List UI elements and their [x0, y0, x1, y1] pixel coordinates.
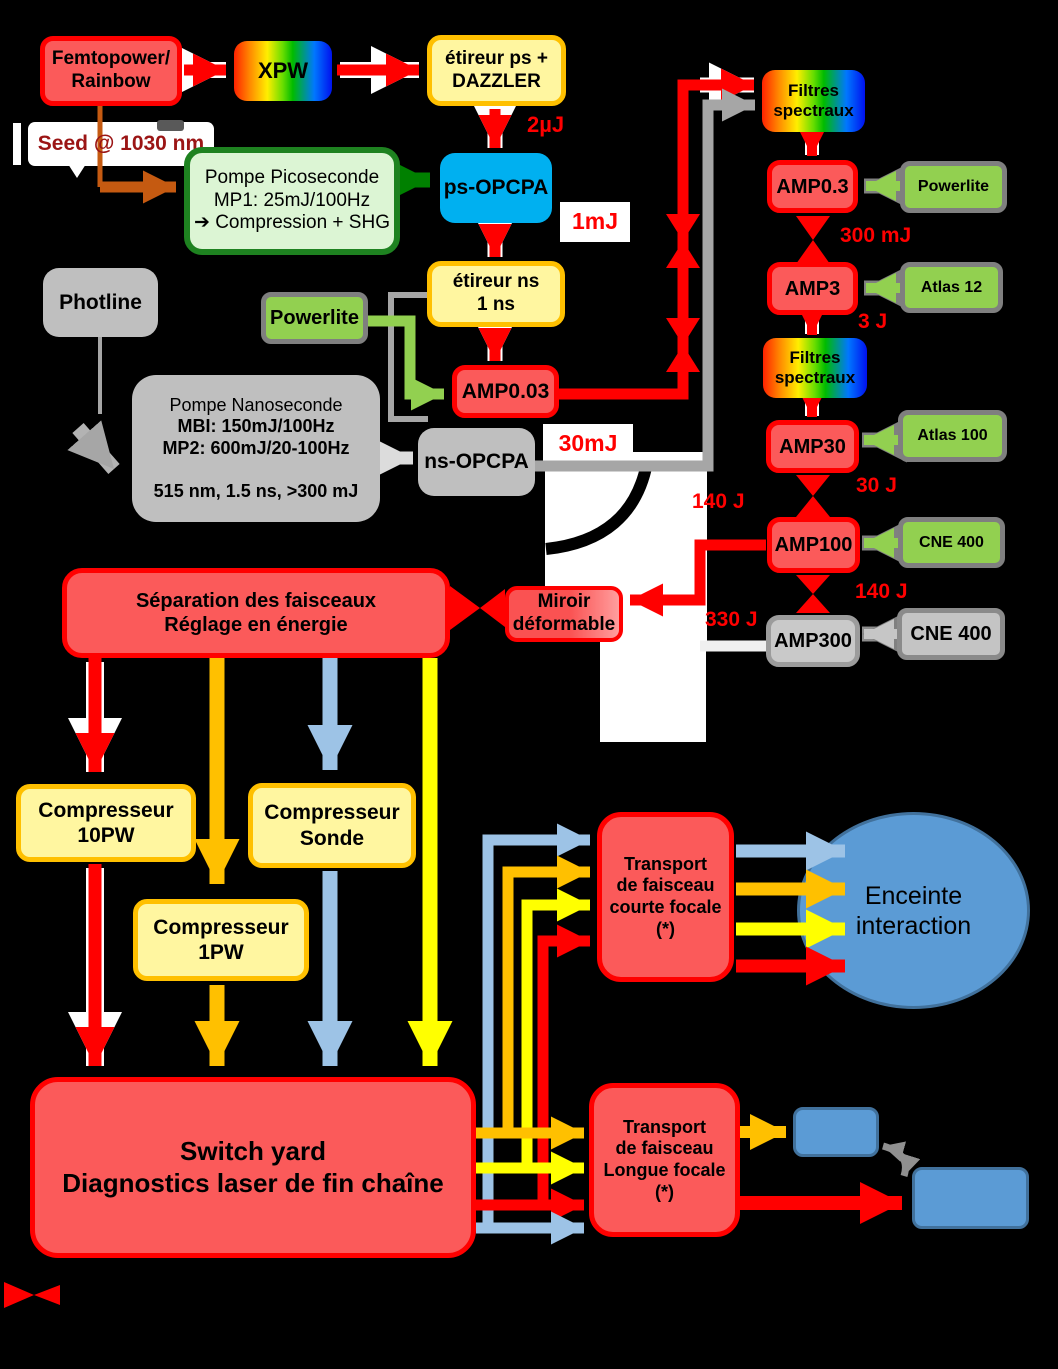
seed-note: Seed @ 1030 nm — [37, 132, 205, 156]
photline-arrow — [67, 420, 120, 474]
energy-label-140j-b: 140 J — [855, 580, 908, 603]
node-pump-nanoseconde: Pompe Nanoseconde MBI: 150mJ/100Hz MP2: … — [132, 375, 380, 522]
node-ps-opcpa: ps-OPCPA — [440, 153, 552, 223]
energy-label-30mj: 30mJ — [558, 430, 618, 457]
focal-point-legend-icon — [4, 1282, 34, 1308]
node-amp300: AMP300 — [766, 615, 860, 667]
node-stretcher-ps: étireur ps + DAZZLER — [427, 35, 566, 106]
node-transport-courte-focale: Transport de faisceau courte focale (*) — [597, 812, 734, 982]
target-area-box-large — [912, 1167, 1029, 1229]
focus-bowtie-icon — [450, 586, 480, 630]
node-ns-opcpa: ns-OPCPA — [418, 428, 535, 496]
amp100-to-mirror-beam — [630, 539, 766, 617]
sy-yellow-up — [521, 888, 590, 1168]
node-switchyard: Switch yard Diagnostics laser de fin cha… — [30, 1077, 476, 1258]
node-amp003: AMP0.03 — [452, 365, 559, 418]
node-amp3: AMP3 — [767, 262, 858, 315]
pump-ns-details: MBI: 150mJ/100Hz MP2: 600mJ/20-100Hz 515… — [153, 416, 359, 501]
energy-label-140j: 140 J — [692, 490, 745, 513]
node-femtopower: Femtopower/ Rainbow — [40, 36, 182, 106]
node-photline: Photline — [43, 268, 158, 337]
node-deformable-mirror: Miroir déformable — [505, 586, 623, 642]
white-artifact-lower — [600, 642, 706, 742]
seed-callout-bubble — [28, 122, 214, 166]
focus-bowtie-icon — [796, 475, 830, 496]
focus-bowtie-icon — [796, 594, 830, 613]
node-compresseur-10pw: Compresseur 10PW — [16, 784, 196, 862]
node-transport-longue-focale: Transport de faisceau Longue focale (*) — [589, 1083, 740, 1237]
label-bg-1mj — [560, 202, 630, 242]
node-pump-picoseconde: Pompe Picoseconde MP1: 25mJ/100Hz ➔ Comp… — [184, 147, 400, 255]
powerlite-to-amp003-arrow — [366, 315, 444, 411]
sy-red-up — [537, 924, 590, 1205]
black-arc-artifact — [545, 461, 653, 555]
energy-label-2uj: 2µJ — [527, 112, 565, 137]
focus-bowtie-icon — [480, 589, 505, 627]
sy-blue-up — [482, 823, 590, 1228]
node-atlas100: Atlas 100 — [898, 410, 1007, 462]
focus-bowtie-icon — [666, 318, 700, 345]
focus-bowtie-icon — [666, 241, 700, 268]
node-xpw: XPW — [234, 41, 332, 101]
focal-point-legend-icon — [34, 1285, 60, 1305]
target-area-box-small — [793, 1107, 879, 1157]
node-amp03: AMP0.3 — [767, 160, 858, 213]
node-cne400-gray: CNE 400 — [897, 608, 1005, 660]
seed-callout-bar — [13, 123, 21, 165]
energy-label-1mj: 1mJ — [571, 208, 619, 235]
focus-bowtie-icon — [796, 496, 830, 517]
stretcher-ns-to-nsopcpa-line — [388, 292, 428, 422]
gray-tab-artifact-1 — [157, 120, 184, 131]
focus-bowtie-icon — [796, 240, 830, 264]
node-powerlite-right: Powerlite — [900, 161, 1007, 213]
node-powerlite-left: Powerlite — [261, 292, 368, 344]
focus-bowtie-icon — [666, 345, 700, 372]
energy-label-30j: 30 J — [856, 474, 897, 497]
node-compresseur-sonde: Compresseur Sonde — [248, 783, 416, 868]
seed-callout-pointer — [68, 164, 86, 178]
energy-label-300mj: 300 mJ — [840, 224, 912, 247]
node-amp100: AMP100 — [767, 517, 860, 573]
sy-orange-up — [502, 855, 590, 1133]
pump-ns-title: Pompe Nanoseconde — [169, 394, 343, 415]
focus-bowtie-icon — [666, 214, 700, 241]
focus-bowtie-icon — [796, 216, 830, 240]
energy-label-330j: 330 J — [705, 608, 758, 631]
focus-bowtie-icon — [796, 575, 830, 594]
node-amp30: AMP30 — [766, 420, 859, 473]
node-compresseur-1pw: Compresseur 1PW — [133, 899, 309, 981]
blue-boxes-link-arrow — [881, 1141, 921, 1178]
node-cne400-green: CNE 400 — [898, 517, 1005, 568]
node-atlas12: Atlas 12 — [900, 262, 1003, 313]
energy-label-3j: 3 J — [858, 310, 888, 333]
nsopcpa-to-filters-beam — [534, 88, 755, 472]
node-separation: Séparation des faisceaux Réglage en éner… — [62, 568, 450, 658]
